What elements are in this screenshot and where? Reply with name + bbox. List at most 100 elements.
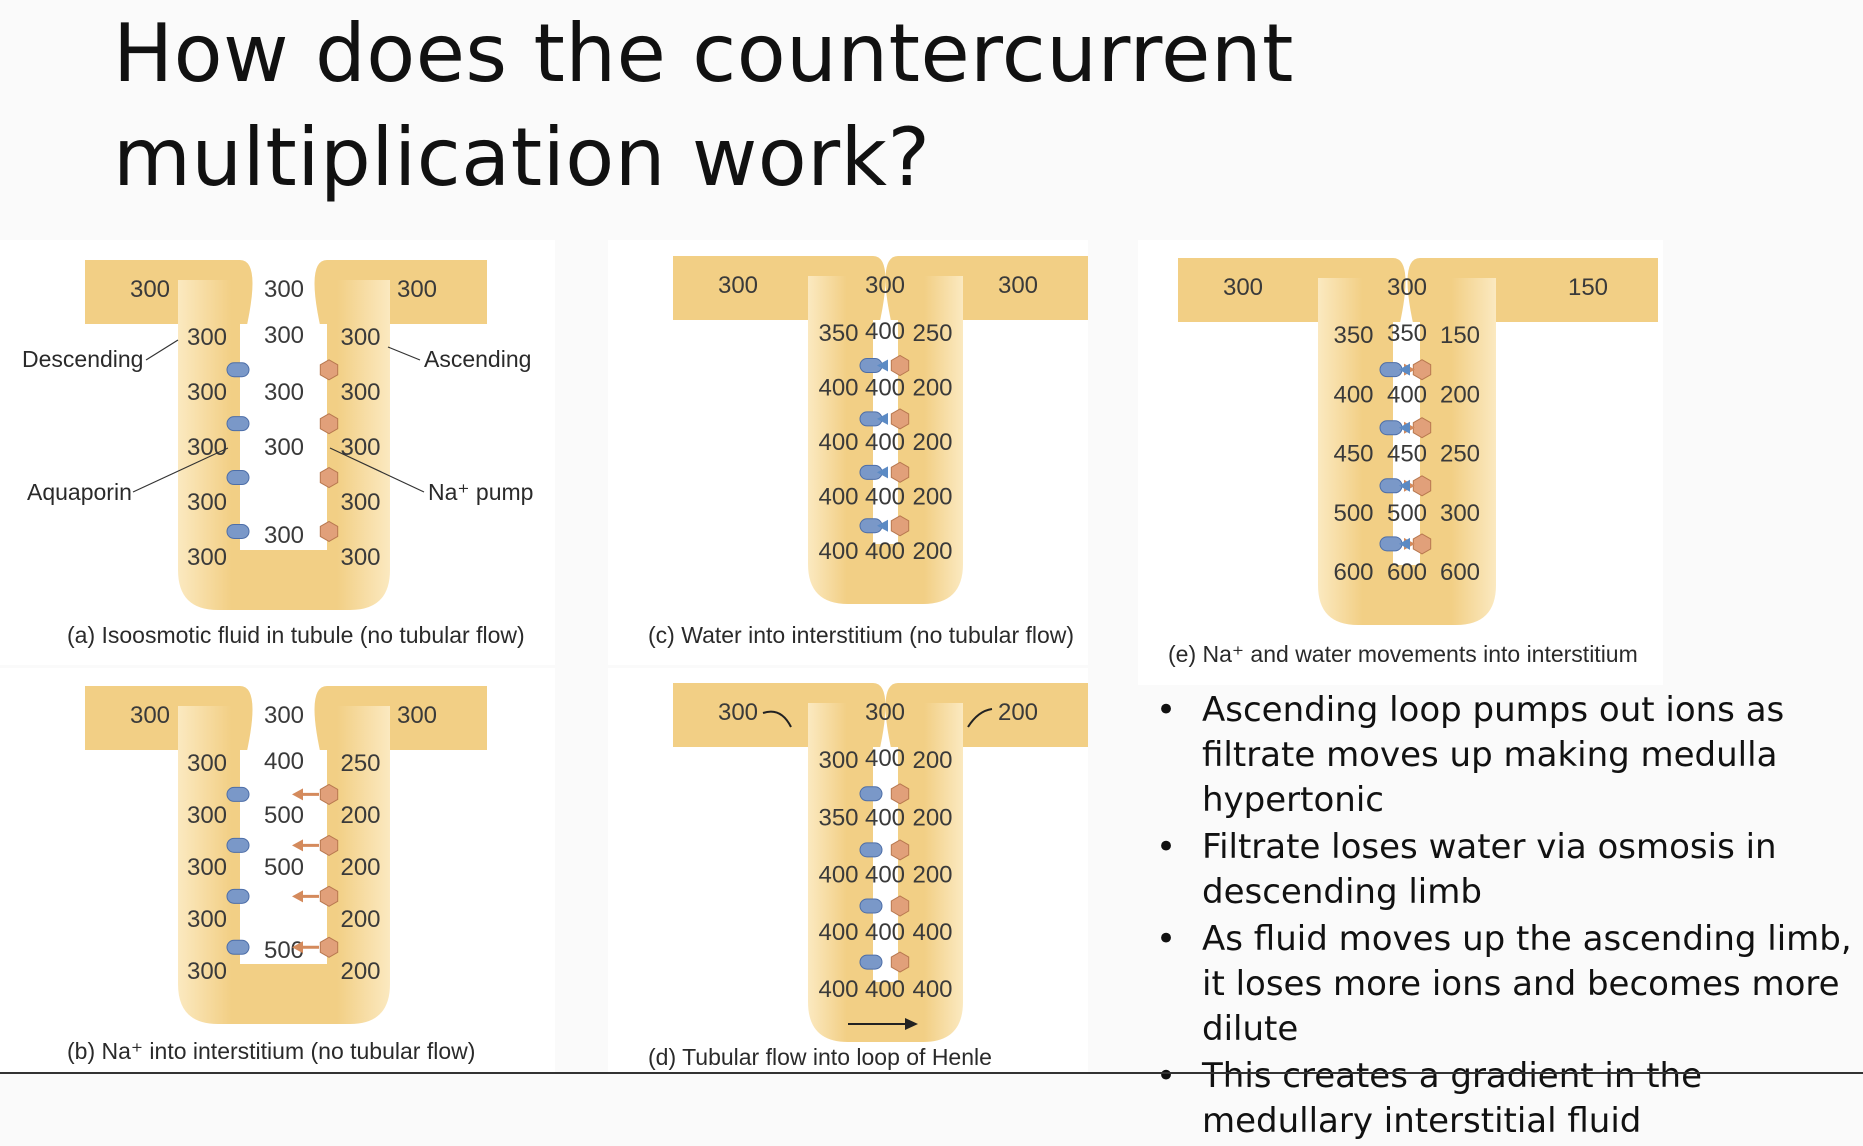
descending-value: 500 xyxy=(1333,500,1373,527)
bullet-item: As fluid moves up the ascending limb, it… xyxy=(1140,917,1860,1052)
descending-value: 300 xyxy=(187,854,227,881)
descending-value: 300 xyxy=(187,802,227,829)
ascending-value: 250 xyxy=(1440,441,1480,468)
ascending-value: 300 xyxy=(340,489,380,516)
interstitial-value: 600 xyxy=(1387,559,1427,586)
ascending-value: 600 xyxy=(1440,559,1480,586)
interstitial-value: 400 xyxy=(865,919,905,946)
top-right-value: 300 xyxy=(397,702,437,729)
ascending-value: 200 xyxy=(1440,381,1480,408)
label-na-pump: Na⁺ pump xyxy=(428,479,533,505)
descending-value: 400 xyxy=(818,919,858,946)
descending-value: 400 xyxy=(818,484,858,511)
descending-value: 350 xyxy=(818,320,858,347)
aquaporin-icon xyxy=(860,787,882,801)
descending-value: 300 xyxy=(187,434,227,461)
interstitial-value: 400 xyxy=(865,375,905,402)
na-pump-icon xyxy=(1413,534,1430,554)
descending-value: 300 xyxy=(187,489,227,516)
top-mid-value: 300 xyxy=(264,702,304,729)
bottom-rule xyxy=(0,1072,1863,1074)
descending-value: 600 xyxy=(1333,559,1373,586)
ascending-value: 250 xyxy=(340,750,380,777)
na-pump-icon xyxy=(891,462,908,482)
interstitial-value: 500 xyxy=(264,937,304,964)
aquaporin-icon xyxy=(227,889,249,903)
ascending-value: 150 xyxy=(1440,322,1480,349)
ascending-value: 200 xyxy=(912,804,952,831)
interstitial-value: 450 xyxy=(1387,441,1427,468)
ascending-value: 400 xyxy=(912,976,952,1003)
na-pump-icon xyxy=(891,409,908,429)
top-left-value: 300 xyxy=(718,699,758,726)
interstitial-value: 500 xyxy=(264,802,304,829)
bullet-item: Filtrate loses water via osmosis in desc… xyxy=(1140,825,1860,915)
descending-value: 300 xyxy=(187,544,227,571)
label-ascending: Ascending xyxy=(424,346,531,372)
interstitial-value: 400 xyxy=(865,538,905,565)
aquaporin-icon xyxy=(1380,363,1402,377)
ascending-value: 300 xyxy=(340,434,380,461)
interstitial-value: 400 xyxy=(1387,381,1427,408)
top-right-value: 300 xyxy=(998,272,1038,299)
na-pump-icon xyxy=(320,360,337,380)
ascending-value: 200 xyxy=(340,802,380,829)
slide-title: How does the countercurrent multiplicati… xyxy=(113,2,1813,210)
na-pump-icon xyxy=(320,937,337,957)
aquaporin-icon xyxy=(227,940,249,954)
interstitial-value: 300 xyxy=(264,434,304,461)
panel-b-caption: (b) Na⁺ into interstitium (no tubular fl… xyxy=(67,1038,475,1065)
top-right-value: 300 xyxy=(397,276,437,303)
aquaporin-icon xyxy=(227,417,249,431)
na-pump-icon xyxy=(320,835,337,855)
descending-value: 300 xyxy=(187,379,227,406)
aquaporin-icon xyxy=(1380,537,1402,551)
label-aquaporin: Aquaporin xyxy=(27,479,132,505)
aquaporin-icon xyxy=(227,524,249,538)
top-mid-value: 300 xyxy=(264,276,304,303)
ascending-value: 200 xyxy=(340,958,380,985)
top-right-value: 200 xyxy=(998,699,1038,726)
na-pump-icon xyxy=(1413,360,1430,380)
ascending-value: 400 xyxy=(912,919,952,946)
descending-value: 300 xyxy=(187,324,227,351)
descending-value: 400 xyxy=(818,429,858,456)
ascending-value: 200 xyxy=(912,747,952,774)
leader-line xyxy=(388,347,420,360)
ascending-value: 200 xyxy=(912,538,952,565)
interstitial-value: 400 xyxy=(865,976,905,1003)
interstitial-value: 400 xyxy=(865,862,905,889)
na-pump-icon xyxy=(1413,476,1430,496)
descending-value: 350 xyxy=(1333,322,1373,349)
ascending-value: 200 xyxy=(912,862,952,889)
aquaporin-icon xyxy=(227,787,249,801)
top-left-value: 300 xyxy=(1223,274,1263,301)
top-left-value: 300 xyxy=(130,276,170,303)
panel-d-caption: (d) Tubular flow into loop of Henle xyxy=(648,1044,992,1071)
bullet-item: Ascending loop pumps out ions as filtrat… xyxy=(1140,688,1860,823)
ascending-value: 200 xyxy=(340,854,380,881)
panel-e-caption: (e) Na⁺ and water movements into interst… xyxy=(1168,641,1638,668)
ascending-value: 200 xyxy=(340,906,380,933)
top-mid-value: 300 xyxy=(865,272,905,299)
interstitial-value: 350 xyxy=(1387,320,1427,347)
na-pump-icon xyxy=(891,952,908,972)
descending-value: 350 xyxy=(818,804,858,831)
aquaporin-icon xyxy=(860,899,882,913)
panel-e: 3003001503501504002004502505003006006003… xyxy=(1138,240,1663,685)
interstitial-value: 400 xyxy=(865,484,905,511)
interstitial-value: 400 xyxy=(865,318,905,345)
na-pump-icon xyxy=(891,784,908,804)
interstitial-value: 400 xyxy=(865,804,905,831)
panel-c: 3003003003502504002004002004002004002004… xyxy=(608,240,1088,665)
ascending-value: 200 xyxy=(912,375,952,402)
panel-a-caption: (a) Isoosmotic fluid in tubule (no tubul… xyxy=(67,622,525,649)
label-descending: Descending xyxy=(22,346,143,372)
top-right-value: 150 xyxy=(1568,274,1608,301)
